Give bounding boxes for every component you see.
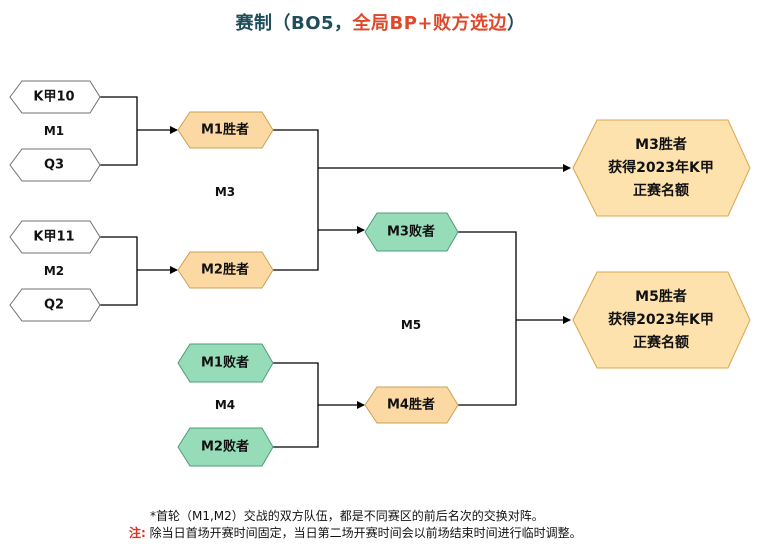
node-label: M4胜者 bbox=[387, 397, 435, 413]
match-label-m4: M4 bbox=[215, 398, 235, 412]
final-line: 获得2023年K甲 bbox=[608, 311, 714, 328]
note-text: 除当日首场开赛时间固定，当日第二场开赛时间会以前场结束时间进行临时调整。 bbox=[149, 526, 582, 540]
footnote-schedule: 注: 除当日首场开赛时间固定，当日第二场开赛时间会以前场结束时间进行临时调整。 bbox=[129, 524, 582, 541]
node-m2-loser: M2败者 bbox=[177, 427, 274, 467]
node-m3-loser: M3败者 bbox=[364, 212, 459, 252]
final-line: 正赛名额 bbox=[633, 334, 689, 351]
match-label-m1: M1 bbox=[44, 124, 64, 138]
final-line: M5胜者 bbox=[635, 289, 687, 305]
connector-k11-m2 bbox=[100, 236, 138, 270]
connector-m4-winner-m5 bbox=[458, 320, 517, 406]
team-label: K甲11 bbox=[33, 230, 74, 245]
connector-lines bbox=[100, 96, 571, 448]
node-m1-winner: M1胜者 bbox=[177, 111, 274, 149]
final-node-m5: M5胜者 获得2023年K甲 正赛名额 bbox=[572, 271, 751, 369]
node-label: M2败者 bbox=[201, 439, 249, 455]
team-node-q3: Q3 bbox=[9, 148, 101, 182]
node-label: M3败者 bbox=[387, 224, 435, 240]
connector-m1-winner-m3 bbox=[273, 129, 319, 230]
match-label-m5: M5 bbox=[401, 318, 421, 332]
match-label-m2: M2 bbox=[44, 264, 64, 278]
connector-m3-loser-m5 bbox=[458, 231, 517, 320]
team-node-k10: K甲10 bbox=[9, 80, 101, 114]
diagram-title: 赛制（BO5，全局BP+败方选边） bbox=[0, 9, 761, 35]
final-line: M3胜者 bbox=[635, 137, 687, 153]
node-m4-winner: M4胜者 bbox=[364, 386, 459, 424]
node-m1-loser: M1败者 bbox=[177, 343, 274, 383]
team-label: Q3 bbox=[44, 158, 64, 173]
final-line: 正赛名额 bbox=[633, 182, 689, 199]
connector-q2-m2 bbox=[100, 270, 138, 306]
connector-m2-loser-m4 bbox=[273, 405, 319, 448]
title-tail: ） bbox=[507, 13, 526, 34]
match-label-m3: M3 bbox=[215, 185, 235, 199]
footnote-first-round: *首轮（M1,M2）交战的双方队伍，都是不同赛区的前后名次的交换对阵。 bbox=[150, 509, 544, 523]
connector-m1-loser-m4 bbox=[273, 362, 319, 405]
team-label: Q2 bbox=[44, 298, 64, 313]
connector-m2-winner-m3 bbox=[273, 230, 319, 271]
final-node-m3: M3胜者 获得2023年K甲 正赛名额 bbox=[572, 119, 751, 217]
node-label: M2胜者 bbox=[201, 262, 249, 278]
node-label: M1胜者 bbox=[201, 122, 249, 138]
team-node-k11: K甲11 bbox=[9, 220, 101, 254]
connector-k10-m1 bbox=[100, 96, 138, 130]
node-m2-winner: M2胜者 bbox=[177, 251, 274, 289]
team-label: K甲10 bbox=[33, 90, 74, 105]
note-label: 注: bbox=[129, 526, 146, 540]
final-line: 获得2023年K甲 bbox=[608, 159, 714, 176]
team-node-q2: Q2 bbox=[9, 288, 101, 322]
title-main: 赛制（BO5， bbox=[235, 13, 353, 34]
node-label: M1败者 bbox=[201, 355, 249, 371]
connector-q3-m1 bbox=[100, 130, 138, 166]
title-highlight: 全局BP+败方选边 bbox=[352, 13, 508, 34]
